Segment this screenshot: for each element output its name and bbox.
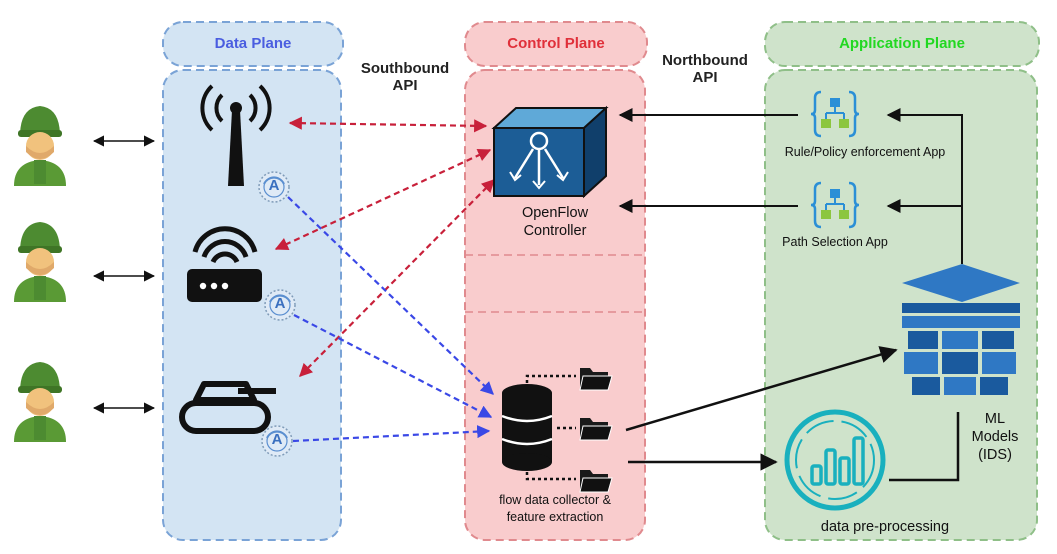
path-selection-app-label: Path Selection App [782, 235, 888, 249]
soldier-icon [14, 362, 66, 442]
agent-badge-label: A [268, 177, 280, 194]
application-plane-title: Application Plane [839, 35, 965, 52]
openflow-switch-icon [491, 105, 609, 199]
collector-connectors [525, 374, 576, 481]
antenna-icon [200, 84, 272, 186]
agent-badge-label: A [271, 431, 283, 448]
tank-icon [179, 381, 276, 434]
ml-cube-icon [902, 264, 1020, 395]
soldier-icon [14, 106, 66, 186]
agent-badge-label: A [274, 295, 286, 312]
soldier-icon [14, 222, 66, 302]
pipeline-arrows [625, 346, 960, 482]
northbound-arrows [618, 108, 963, 264]
rule-policy-app-label: Rule/Policy enforcement App [784, 145, 946, 159]
southbound-control-arrows [274, 116, 495, 377]
soldier-links [92, 135, 156, 414]
router-icon [187, 226, 262, 302]
database-icon [501, 384, 553, 471]
flow-data-arrows [287, 196, 494, 443]
flow-data-collector-label: flow data collector &feature extraction [499, 493, 611, 524]
control-plane-title: Control Plane [507, 35, 605, 52]
data-chart-icon [784, 409, 886, 511]
data-plane-title: Data Plane [214, 35, 292, 52]
data-preprocessing-label: data pre-processing [820, 519, 950, 535]
control-plane [464, 21, 648, 541]
